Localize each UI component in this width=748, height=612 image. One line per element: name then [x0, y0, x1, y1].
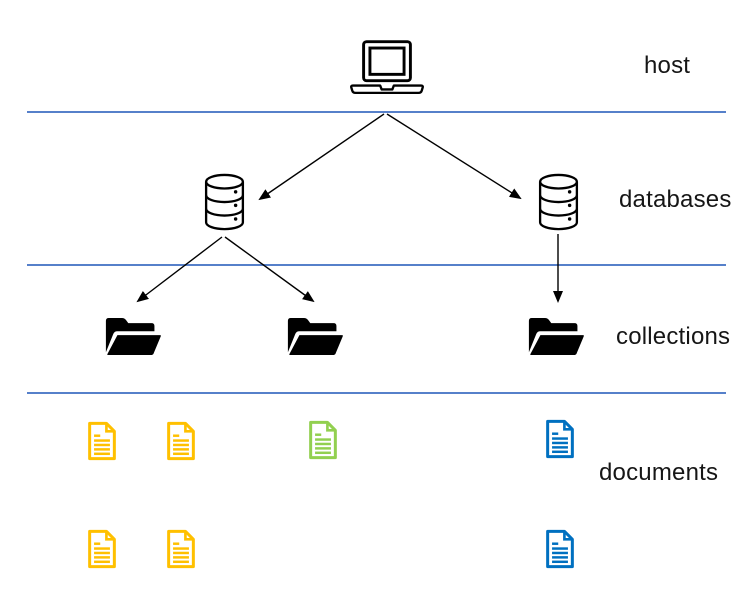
- database-icon-2: [537, 173, 580, 233]
- document-icon-blue-1: [545, 418, 575, 460]
- arrow-host-to-database-2: [386, 113, 522, 200]
- arrow-database-1-to-collection-2: [224, 236, 315, 303]
- arrow-database-1-to-collection-1: [136, 236, 223, 303]
- divider-host-databases: [27, 111, 726, 113]
- document-icon-yellow-3: [87, 528, 117, 570]
- divider-databases-collections: [27, 264, 726, 266]
- document-icon-yellow-1: [87, 420, 117, 462]
- level-label-collections: collections: [616, 323, 731, 350]
- laptop-icon: [348, 39, 426, 98]
- arrow-host-to-database-1: [258, 113, 385, 201]
- document-icon-blue-2: [545, 528, 575, 570]
- folder-icon-3: [527, 314, 586, 359]
- database-icon-1: [203, 173, 246, 233]
- level-label-host: host: [644, 52, 691, 79]
- document-icon-yellow-2: [166, 420, 196, 462]
- document-icon-yellow-4: [166, 528, 196, 570]
- divider-collections-documents: [27, 392, 726, 394]
- document-icon-green: [308, 419, 338, 461]
- level-label-databases: databases: [619, 186, 732, 213]
- folder-icon-2: [286, 314, 345, 359]
- folder-icon-1: [104, 314, 163, 359]
- level-label-documents: documents: [599, 459, 719, 486]
